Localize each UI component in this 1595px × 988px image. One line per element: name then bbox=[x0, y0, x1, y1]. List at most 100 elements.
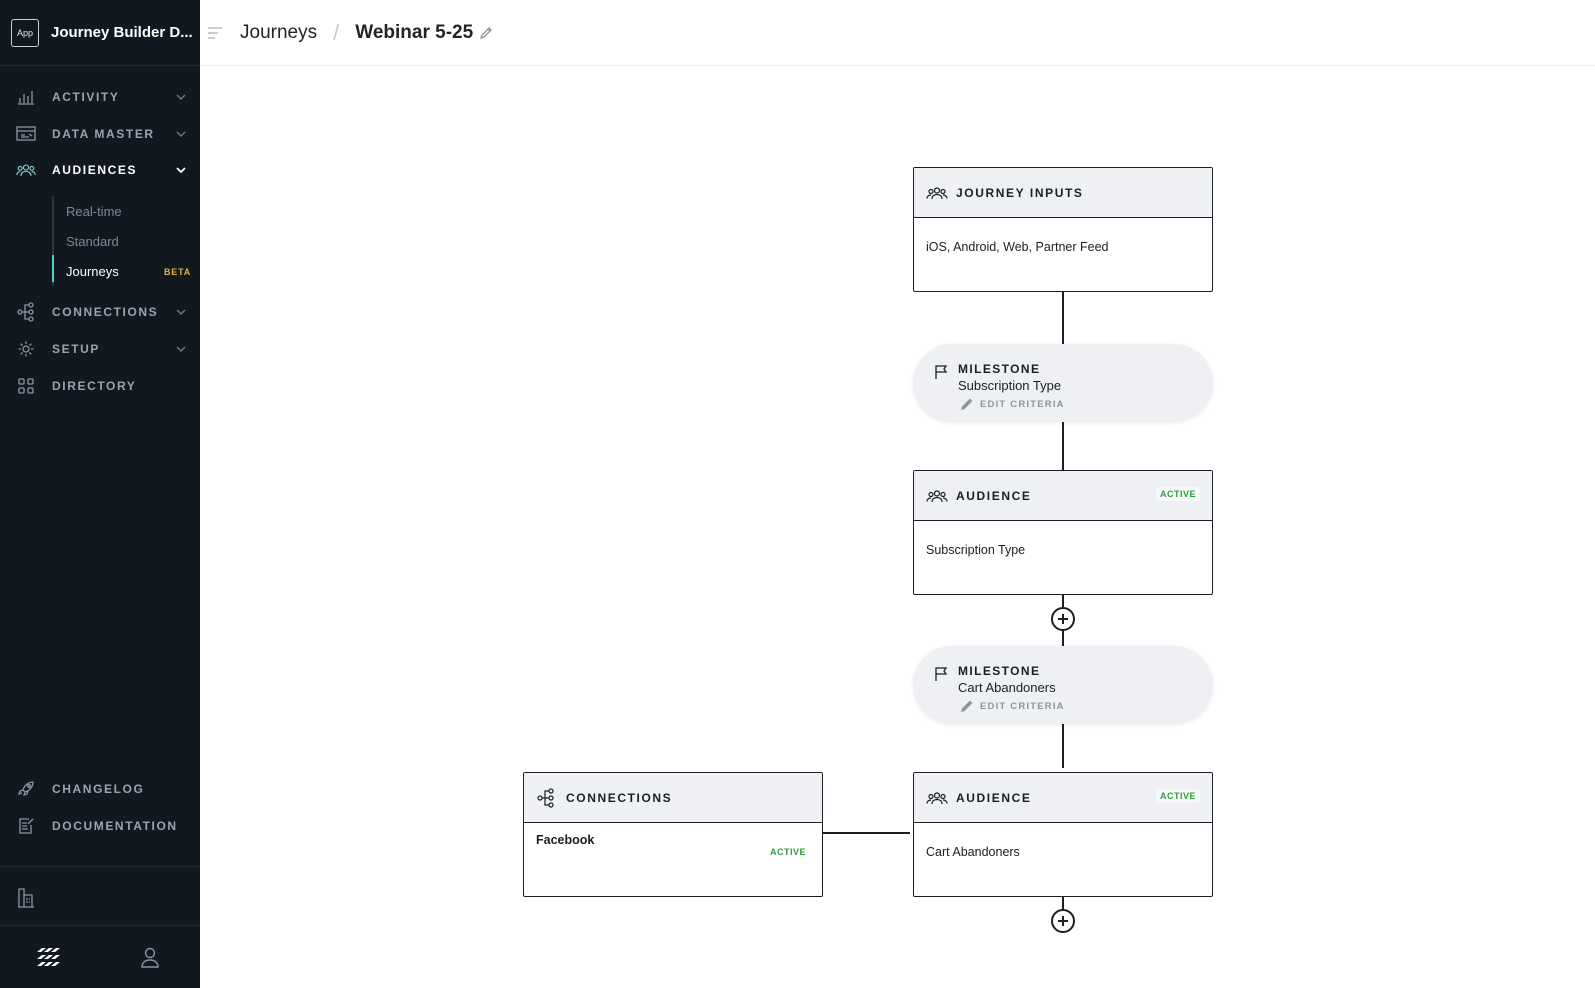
sidebar-divider bbox=[0, 925, 200, 926]
brand-logo-icon bbox=[37, 948, 60, 966]
milestone-card[interactable]: MILESTONE Cart Abandoners EDIT CRITERIA bbox=[913, 646, 1213, 724]
milestone-label: MILESTONE bbox=[958, 664, 1041, 678]
status-badge: ACTIVE bbox=[1155, 789, 1200, 803]
sidebar-divider bbox=[0, 866, 200, 867]
breadcrumb-journeys[interactable]: Journeys bbox=[240, 21, 318, 43]
chevron-down-icon bbox=[176, 309, 186, 316]
edit-criteria-button[interactable]: EDIT CRITERIA bbox=[960, 397, 1065, 411]
app-title: Journey Builder D... bbox=[51, 24, 193, 41]
journey-canvas: JOURNEY INPUTS iOS, Android, Web, Partne… bbox=[200, 66, 1595, 988]
connector-line bbox=[1062, 420, 1064, 470]
card-title: AUDIENCE bbox=[956, 790, 1032, 805]
nav-label: ACTIVITY bbox=[52, 90, 120, 104]
users-icon bbox=[926, 184, 948, 202]
nav-changelog[interactable]: CHANGELOG bbox=[0, 774, 200, 804]
user-profile-button[interactable] bbox=[100, 926, 200, 988]
user-icon bbox=[141, 947, 159, 968]
nav-documentation[interactable]: DOCUMENTATION bbox=[0, 811, 200, 841]
flag-icon bbox=[935, 667, 948, 681]
breadcrumb-separator: / bbox=[333, 19, 340, 45]
page-header: Journeys / Webinar 5-25 bbox=[200, 0, 1595, 66]
nav-data-master[interactable]: DATA MASTER bbox=[0, 119, 200, 149]
document-edit-icon bbox=[16, 816, 36, 836]
audience-card[interactable]: AUDIENCE ACTIVE Subscription Type bbox=[913, 470, 1213, 595]
nav-label: SETUP bbox=[52, 342, 101, 356]
nav-connections[interactable]: CONNECTIONS bbox=[0, 297, 200, 327]
pencil-icon bbox=[961, 398, 973, 410]
nav-label: DATA MASTER bbox=[52, 127, 155, 141]
subnav-journeys[interactable]: Journeys BETA bbox=[66, 264, 190, 279]
subnav-realtime[interactable]: Real-time bbox=[66, 204, 122, 219]
card-header: JOURNEY INPUTS bbox=[914, 168, 1212, 218]
flag-icon bbox=[935, 365, 948, 379]
add-step-button[interactable] bbox=[1051, 909, 1075, 933]
card-body: Facebook ACTIVE bbox=[524, 823, 822, 896]
gear-icon bbox=[16, 339, 36, 359]
subnav-standard[interactable]: Standard bbox=[66, 234, 119, 249]
chevron-down-icon bbox=[176, 346, 186, 353]
users-icon bbox=[926, 789, 948, 807]
nav-label: DIRECTORY bbox=[52, 379, 137, 393]
destination-name: Facebook bbox=[536, 833, 595, 847]
milestone-name: Cart Abandoners bbox=[958, 680, 1056, 695]
connections-icon bbox=[536, 787, 558, 808]
users-icon bbox=[926, 487, 948, 505]
nav-label: CHANGELOG bbox=[52, 782, 145, 796]
nav-audiences[interactable]: AUDIENCES bbox=[0, 155, 200, 185]
edit-criteria-label: EDIT CRITERIA bbox=[980, 700, 1065, 712]
card-body: iOS, Android, Web, Partner Feed bbox=[926, 240, 1109, 254]
nav-label: AUDIENCES bbox=[52, 163, 138, 177]
rocket-icon bbox=[16, 779, 36, 799]
audience-card[interactable]: AUDIENCE ACTIVE Cart Abandoners bbox=[913, 772, 1213, 897]
status-badge: ACTIVE bbox=[769, 847, 806, 857]
card-title: CONNECTIONS bbox=[566, 790, 673, 805]
card-title: AUDIENCE bbox=[956, 488, 1032, 503]
chevron-down-icon bbox=[176, 94, 186, 101]
journey-inputs-card[interactable]: JOURNEY INPUTS iOS, Android, Web, Partne… bbox=[913, 167, 1213, 292]
users-icon bbox=[16, 160, 36, 180]
card-title: JOURNEY INPUTS bbox=[956, 185, 1084, 200]
card-header: AUDIENCE ACTIVE bbox=[914, 773, 1212, 823]
nav-directory[interactable]: DIRECTORY bbox=[0, 371, 200, 401]
app-switcher[interactable]: App Journey Builder D... bbox=[0, 0, 200, 66]
subnav-journeys-label: Journeys bbox=[66, 264, 119, 279]
connector-line bbox=[1062, 718, 1064, 768]
connector-line bbox=[812, 832, 910, 834]
connections-icon bbox=[16, 302, 36, 322]
company-logo-button[interactable] bbox=[0, 926, 100, 988]
card-body: Subscription Type bbox=[926, 543, 1026, 557]
card-body: Cart Abandoners bbox=[926, 845, 1020, 859]
milestone-label: MILESTONE bbox=[958, 362, 1041, 376]
data-table-icon bbox=[16, 124, 36, 144]
card-header: CONNECTIONS bbox=[524, 773, 822, 823]
chevron-down-icon bbox=[176, 167, 186, 174]
sidebar: App Journey Builder D... ACTIVITY DATA M… bbox=[0, 0, 200, 988]
connector-line bbox=[1062, 892, 1064, 916]
card-header: AUDIENCE ACTIVE bbox=[914, 471, 1212, 521]
page-title: Webinar 5-25 bbox=[355, 21, 474, 43]
nav-setup[interactable]: SETUP bbox=[0, 334, 200, 364]
connections-card[interactable]: CONNECTIONS Facebook ACTIVE bbox=[523, 772, 823, 897]
edit-criteria-button[interactable]: EDIT CRITERIA bbox=[960, 699, 1065, 713]
nav-activity[interactable]: ACTIVITY bbox=[0, 82, 200, 112]
menu-icon[interactable] bbox=[207, 25, 223, 41]
chevron-down-icon bbox=[176, 131, 186, 138]
active-indicator bbox=[52, 255, 54, 282]
status-badge: ACTIVE bbox=[1155, 487, 1200, 501]
building-icon[interactable] bbox=[17, 886, 35, 913]
connector-line bbox=[1062, 594, 1064, 670]
milestone-card[interactable]: MILESTONE Subscription Type EDIT CRITERI… bbox=[913, 344, 1213, 422]
pencil-icon[interactable] bbox=[479, 26, 493, 40]
milestone-name: Subscription Type bbox=[958, 378, 1062, 393]
edit-criteria-label: EDIT CRITERIA bbox=[980, 398, 1065, 410]
audiences-subnav: Real-time Standard Journeys BETA bbox=[52, 196, 200, 286]
grid-icon bbox=[16, 376, 36, 396]
connector-line bbox=[1062, 292, 1064, 346]
nav-label: DOCUMENTATION bbox=[52, 819, 178, 833]
app-badge: App bbox=[11, 18, 39, 47]
nav-label: CONNECTIONS bbox=[52, 305, 159, 319]
add-step-button[interactable] bbox=[1051, 607, 1075, 631]
bar-chart-icon bbox=[16, 87, 36, 107]
pencil-icon bbox=[961, 700, 973, 712]
